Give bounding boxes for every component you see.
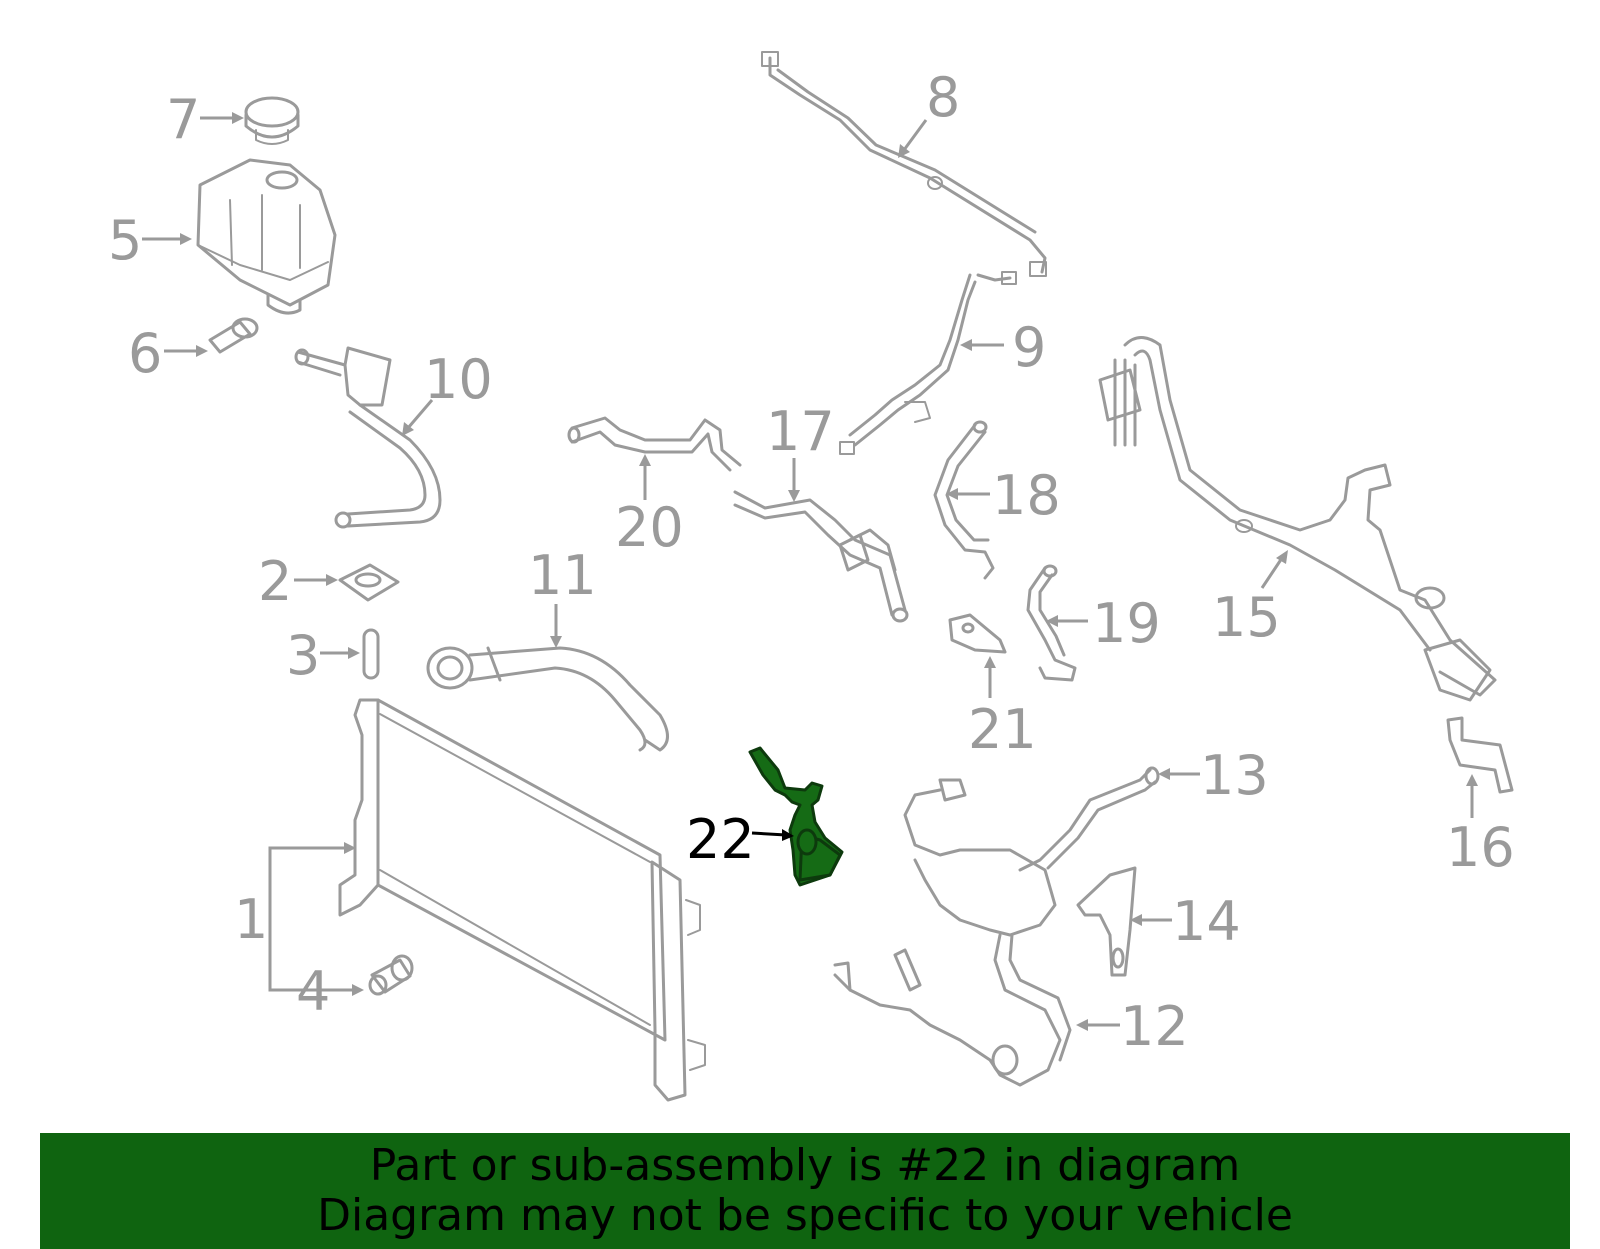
part-17-hose bbox=[733, 490, 909, 623]
part-12-hose-assembly bbox=[833, 778, 1072, 1087]
callout-7: 7 bbox=[166, 88, 200, 151]
callout-labels: 7 5 6 10 2 3 1 4 11 20 17 8 9 18 19 21 1… bbox=[108, 66, 1515, 1058]
part-18-hose bbox=[933, 420, 995, 580]
callout-9: 9 bbox=[1012, 316, 1046, 379]
part-15-hose-assembly bbox=[1098, 336, 1497, 702]
callout-10: 10 bbox=[424, 348, 493, 411]
part-7-reservoir-cap bbox=[244, 96, 300, 145]
callout-11: 11 bbox=[528, 544, 597, 607]
callout-13: 13 bbox=[1200, 744, 1269, 807]
callout-5: 5 bbox=[108, 209, 142, 272]
part-22-highlighted-bracket bbox=[748, 746, 844, 887]
part-10-hose bbox=[294, 346, 442, 529]
callout-leaders bbox=[142, 112, 1478, 1031]
part-20-hose bbox=[567, 416, 742, 472]
info-banner: Part or sub-assembly is #22 in diagram D… bbox=[40, 1133, 1570, 1249]
callout-19: 19 bbox=[1092, 592, 1161, 655]
callout-2: 2 bbox=[258, 550, 292, 613]
part-1-radiator bbox=[338, 698, 706, 1102]
part-13-hose bbox=[1018, 766, 1160, 872]
callout-20: 20 bbox=[615, 496, 684, 559]
callout-1: 1 bbox=[234, 888, 268, 951]
part-4-drain-plug bbox=[368, 954, 414, 996]
banner-line-2: Diagram may not be specific to your vehi… bbox=[317, 1190, 1293, 1241]
part-19-hose bbox=[1026, 564, 1077, 682]
part-16-bracket bbox=[1446, 716, 1514, 794]
part-3-pin bbox=[362, 628, 380, 680]
callout-8: 8 bbox=[926, 66, 960, 129]
part-14-bracket bbox=[1076, 866, 1137, 977]
callout-22-highlighted: 22 bbox=[686, 808, 755, 871]
part-2-grommet bbox=[338, 563, 400, 602]
part-6-bolt bbox=[208, 317, 259, 354]
callout-4: 4 bbox=[296, 960, 330, 1023]
callout-3: 3 bbox=[286, 624, 320, 687]
part-11-hose bbox=[426, 646, 669, 752]
callout-14: 14 bbox=[1172, 890, 1241, 953]
callout-17: 17 bbox=[766, 400, 835, 463]
callout-12: 12 bbox=[1120, 995, 1189, 1058]
part-9-wiring bbox=[839, 271, 1017, 455]
callout-18: 18 bbox=[992, 464, 1061, 527]
callout-21: 21 bbox=[968, 698, 1037, 761]
part-21-bracket bbox=[948, 613, 1007, 654]
part-5-coolant-reservoir bbox=[196, 158, 337, 315]
callout-15: 15 bbox=[1212, 586, 1281, 649]
callout-16: 16 bbox=[1446, 816, 1515, 879]
banner-line-1: Part or sub-assembly is #22 in diagram bbox=[369, 1140, 1241, 1191]
callout-6: 6 bbox=[128, 322, 162, 385]
part-8-line bbox=[761, 51, 1047, 277]
